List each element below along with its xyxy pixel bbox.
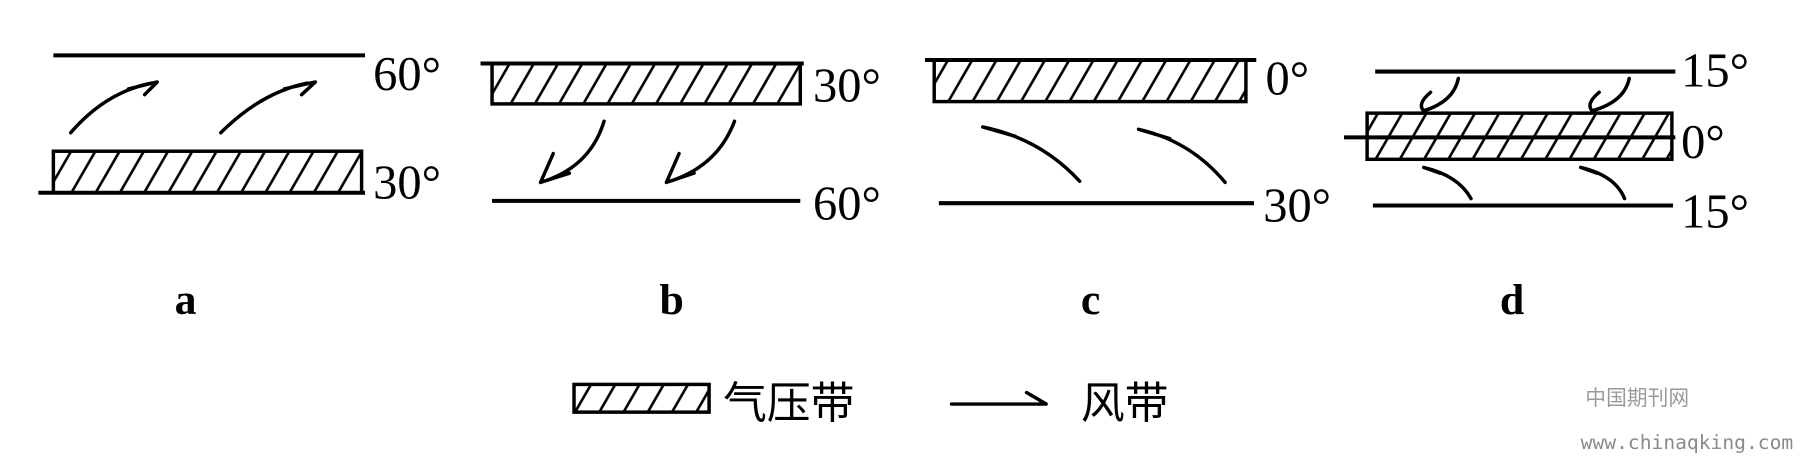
panel-b: 30° 60° b [480,60,881,324]
wind-arrow [664,119,737,185]
watermark-url: www.chinaqking.com [1581,431,1794,454]
wind-arrow [1421,165,1473,201]
pressure-belt-box [51,149,364,195]
panel-a: 60° 30° a [38,48,441,324]
wind-arrow [219,80,318,135]
lat-label: 60° [373,48,441,101]
lat-label: 60° [813,177,881,230]
lat-label: 30° [1263,180,1331,233]
panel-c: 0° 30° c [924,53,1331,324]
wind-arrow [1136,127,1227,185]
wind-arrow [538,119,606,185]
lat-label: 15° [1681,185,1749,238]
lat-label: 30° [813,60,881,113]
panel-label: a [175,276,197,324]
wind-arrow [68,80,160,135]
legend-pressure-belt-swatch [572,382,711,414]
panel-d: 15° 0° 15° d [1344,45,1749,324]
legend-wind-belt-label: 风带 [1081,378,1169,429]
watermark-name: 中国期刊网 [1585,386,1689,410]
wind-arrow [980,125,1082,183]
lat-label: 0° [1266,53,1310,106]
watermark: 中国期刊网 www.chinaqking.com [1581,386,1794,454]
legend-pressure-belt-label: 气压带 [723,378,855,429]
legend-wind-arrow-icon [949,390,1048,406]
lat-label: 30° [373,157,441,210]
panel-label: c [1081,276,1100,324]
legend: 气压带 风带 [572,378,1169,429]
wind-arrow [1419,76,1461,113]
panel-label: d [1500,276,1524,324]
pressure-belt-box [490,61,803,106]
lat-label: 0° [1681,116,1725,169]
panel-label: b [659,276,683,324]
pressure-belt-box [932,58,1248,104]
wind-arrow [1588,76,1631,113]
wind-arrow [1578,165,1627,201]
lat-label: 15° [1681,45,1749,98]
